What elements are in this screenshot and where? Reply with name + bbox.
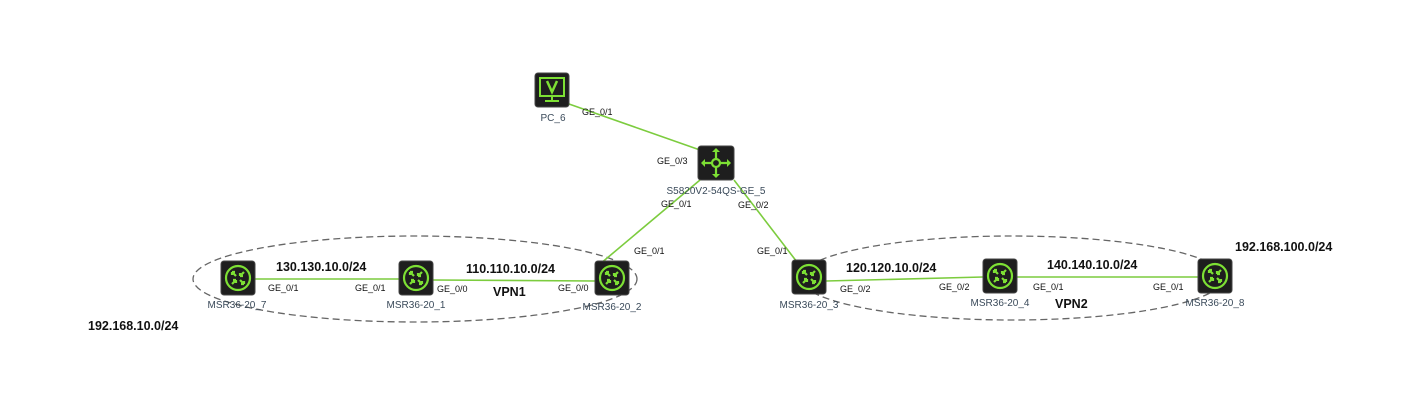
- device-label: MSR36-20_3: [780, 300, 839, 311]
- port-label: GE_0/0: [437, 284, 468, 294]
- router-icon: [397, 259, 435, 297]
- subnet-label: 130.130.10.0/24: [276, 260, 366, 274]
- vpn-label: VPN2: [1055, 297, 1088, 311]
- subnet-label: 192.168.10.0/24: [88, 319, 178, 333]
- device-r7[interactable]: MSR36-20_7: [208, 259, 267, 311]
- link-r3-r4[interactable]: [825, 276, 984, 282]
- port-label: GE_0/2: [939, 282, 970, 292]
- port-label: GE_0/1: [634, 246, 665, 256]
- pc-icon: [534, 72, 570, 108]
- port-label: GE_0/1: [1153, 282, 1184, 292]
- subnet-label: 120.120.10.0/24: [846, 261, 936, 275]
- vpn-label: VPN1: [493, 285, 526, 299]
- port-label: GE_0/2: [738, 200, 769, 210]
- port-label: GE_0/3: [657, 156, 688, 166]
- link-switch-r3[interactable]: [733, 179, 798, 263]
- device-r8[interactable]: MSR36-20_8: [1186, 257, 1245, 309]
- device-label: MSR36-20_4: [971, 298, 1030, 309]
- link-pc6-switch[interactable]: [568, 103, 701, 151]
- device-label: MSR36-20_7: [208, 300, 267, 311]
- subnet-label: 110.110.10.0/24: [466, 262, 555, 276]
- subnet-label: 192.168.100.0/24: [1235, 240, 1332, 254]
- device-label: MSR36-20_2: [583, 302, 642, 313]
- link-switch-r2[interactable]: [599, 179, 701, 265]
- port-label: GE_0/1: [355, 283, 386, 293]
- vpn1-boundary: [192, 235, 638, 323]
- router-icon: [219, 259, 257, 297]
- port-label: GE_0/0: [558, 283, 589, 293]
- device-r2[interactable]: MSR36-20_2: [583, 259, 642, 313]
- device-r3[interactable]: MSR36-20_3: [780, 258, 839, 311]
- port-label: GE_0/2: [840, 284, 871, 294]
- port-label: GE_0/1: [1033, 282, 1064, 292]
- port-label: GE_0/1: [757, 246, 788, 256]
- router-icon: [1196, 257, 1234, 295]
- device-label: MSR36-20_1: [387, 300, 446, 311]
- router-icon: [981, 257, 1019, 295]
- device-label: PC_6: [540, 113, 565, 124]
- port-label: GE_0/1: [268, 283, 299, 293]
- device-pc6[interactable]: PC_6: [534, 72, 570, 124]
- link-r1-r2[interactable]: [432, 279, 596, 282]
- device-r1[interactable]: MSR36-20_1: [387, 259, 446, 311]
- port-label: GE_0/1: [582, 107, 613, 117]
- switch-icon: [697, 145, 735, 181]
- device-switch5[interactable]: S5820V2-54QS-GE_5: [667, 145, 766, 197]
- port-label: GE_0/1: [661, 199, 692, 209]
- router-icon: [593, 259, 631, 297]
- device-label: S5820V2-54QS-GE_5: [667, 186, 766, 197]
- subnet-label: 140.140.10.0/24: [1047, 258, 1137, 272]
- device-r4[interactable]: MSR36-20_4: [971, 257, 1030, 309]
- router-icon: [790, 258, 828, 296]
- device-label: MSR36-20_8: [1186, 298, 1245, 309]
